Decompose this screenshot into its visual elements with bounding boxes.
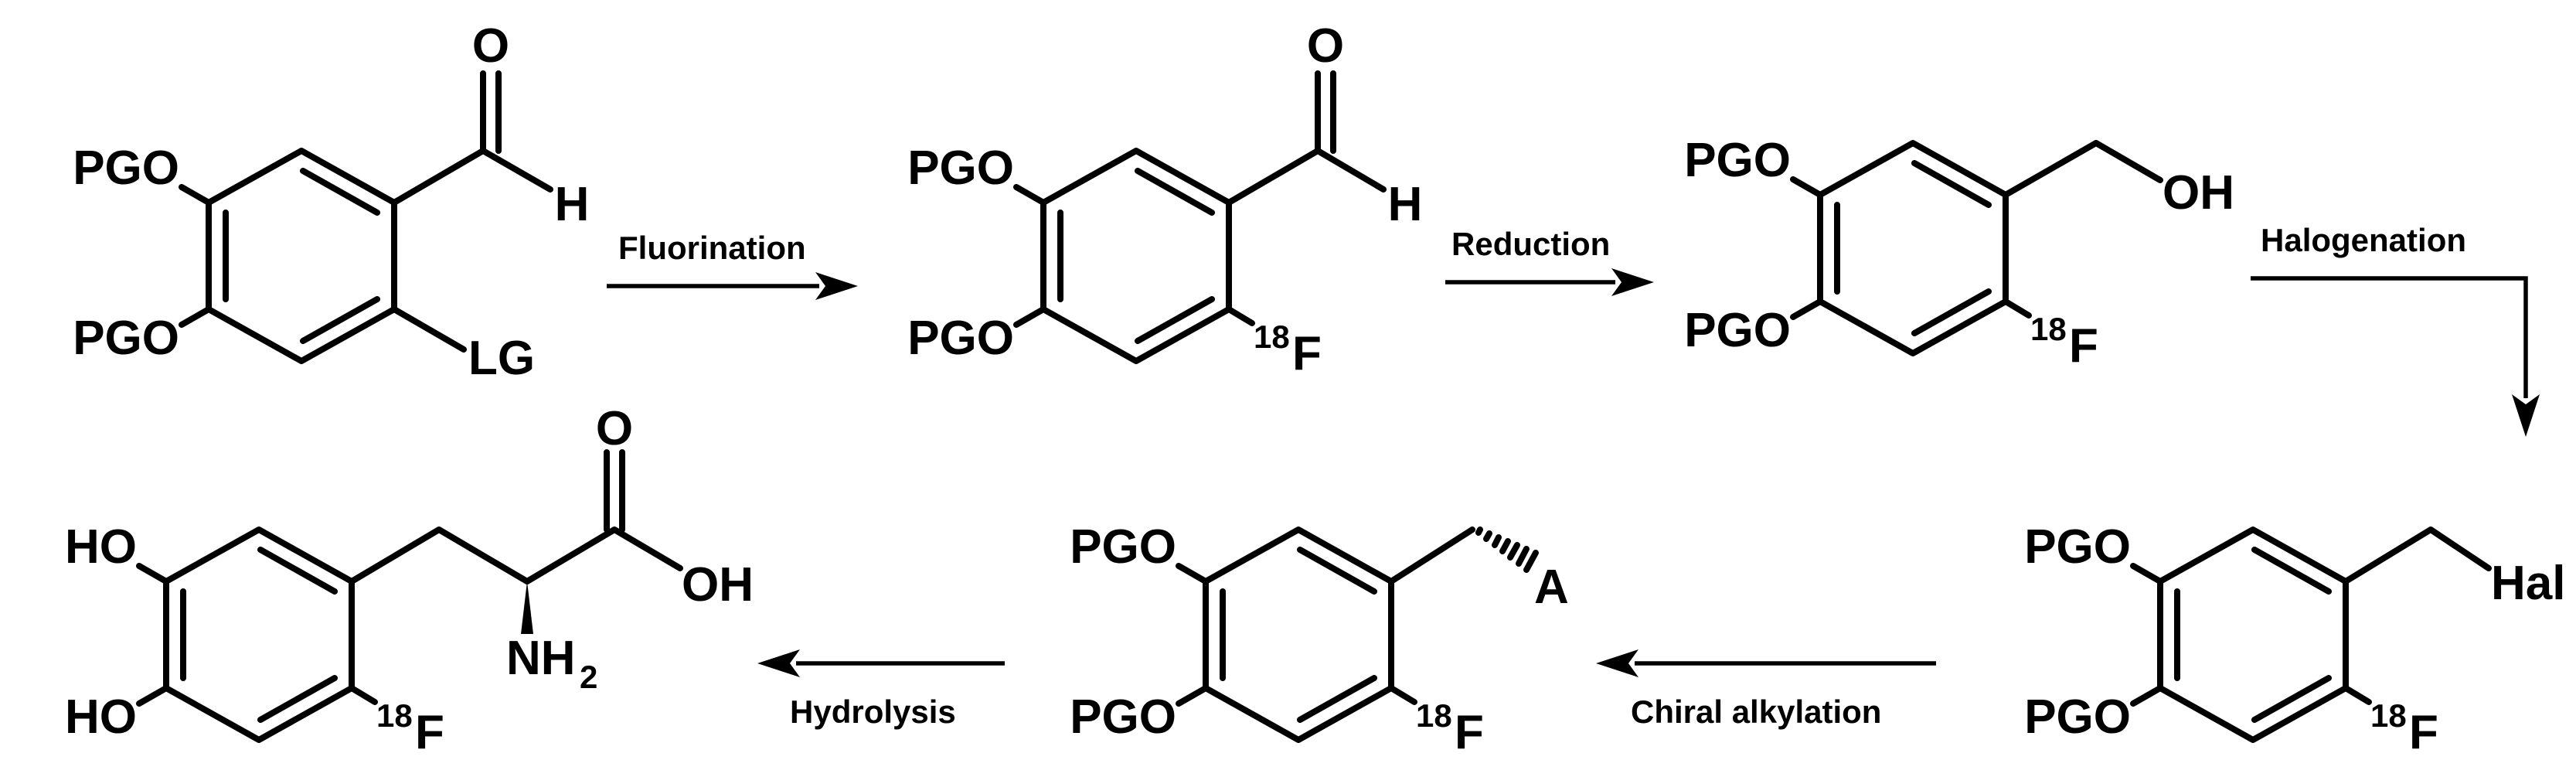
arrowhead-right xyxy=(1611,268,1654,296)
lg-and-ether-bonds xyxy=(179,184,467,353)
methylene-bond xyxy=(1388,527,1475,584)
aldehyde-hydrogen: H xyxy=(555,178,590,231)
fluorine-and-ether-bonds xyxy=(2130,563,2372,707)
hashed-wedge-bond xyxy=(1475,527,1539,573)
fluorine-18: F xyxy=(415,706,444,759)
pgo-top: PGO xyxy=(1684,134,1791,187)
compound-6-fluoro-dopa: O OH NH 2 HO HO 18 F xyxy=(65,402,754,759)
carbonyl-oxygen: O xyxy=(596,402,633,455)
fluorine-and-hydroxyl-bonds xyxy=(136,563,378,707)
carboxyl-hydroxyl: OH xyxy=(682,558,754,612)
step-label-halogenation: Halogenation xyxy=(2261,222,2466,258)
benzene-ring xyxy=(163,527,355,743)
pgo-bottom: PGO xyxy=(1070,690,1176,744)
leaving-group: LG xyxy=(468,332,535,385)
aldehyde-hydrogen: H xyxy=(1388,178,1423,231)
arrow-halogenation: Halogenation xyxy=(2251,222,2540,437)
benzene-ring xyxy=(1203,527,1394,743)
pgo-bottom: PGO xyxy=(1684,304,1791,357)
arrow-chiral-alkylation: Chiral alkylation xyxy=(1596,649,1936,730)
compound-2-fluoro-aldehyde: O H PGO PGO 18 F xyxy=(907,19,1422,380)
step-label-chiral-alkylation: Chiral alkylation xyxy=(1631,694,1881,730)
aldehyde-oxygen: O xyxy=(472,19,509,73)
arrowhead-left xyxy=(757,649,800,677)
hydroxyl-bottom: HO xyxy=(65,690,137,744)
fluorine-isotope-mass: 18 xyxy=(1416,697,1452,734)
halomethyl-bonds xyxy=(2343,527,2492,584)
aldehyde-bonds xyxy=(391,70,553,206)
arrow-reduction: Reduction xyxy=(1445,226,1654,296)
fluorine-18: F xyxy=(2409,706,2438,759)
ring-double-bonds xyxy=(2174,547,2332,723)
compound-4-benzyl-halide: Hal PGO PGO 18 F xyxy=(2024,520,2565,759)
compound-3-benzyl-alcohol: OH PGO PGO 18 F xyxy=(1684,134,2234,373)
ring-double-bonds xyxy=(180,547,338,723)
pgo-top: PGO xyxy=(2024,520,2131,574)
hydroxymethyl-bonds xyxy=(2003,140,2163,198)
arrow-fluorination: Fluorination xyxy=(607,230,858,300)
pgo-bottom: PGO xyxy=(907,312,1014,365)
compound-5-chiral-alkylated: A PGO PGO 18 F xyxy=(1070,520,1569,759)
halogen: Hal xyxy=(2491,557,2565,610)
arrow-hydrolysis: Hydrolysis xyxy=(757,649,1005,730)
aldehyde-bonds xyxy=(1226,70,1387,206)
step-label-reduction: Reduction xyxy=(1451,226,1610,262)
benzene-ring xyxy=(1040,148,1232,364)
aldehyde-oxygen: O xyxy=(1307,19,1344,73)
fluorine-and-ether-bonds xyxy=(1013,184,1255,328)
benzene-ring xyxy=(2157,527,2349,743)
hydroxyl: OH xyxy=(2163,166,2234,220)
chiral-auxiliary-a: A xyxy=(1534,561,1569,614)
hydroxyl-top: HO xyxy=(65,520,137,574)
benzene-ring xyxy=(206,148,397,364)
arrowhead-right xyxy=(815,272,858,300)
amine-nh: NH xyxy=(506,632,576,685)
benzene-ring xyxy=(1817,140,2009,356)
fluorine-isotope-mass: 18 xyxy=(2370,697,2407,734)
fluorine-18: F xyxy=(1455,706,1484,759)
pgo-top: PGO xyxy=(1070,520,1176,574)
compound-1-aldehyde-lg: O H PGO PGO LG xyxy=(73,19,589,385)
arrowhead-left xyxy=(1596,649,1638,677)
side-chain-bonds xyxy=(349,449,683,584)
fluorine-isotope-mass: 18 xyxy=(1254,319,1290,355)
arrowhead-down xyxy=(2512,394,2540,437)
fluorine-isotope-mass: 18 xyxy=(2030,311,2067,347)
ring-double-bonds xyxy=(223,168,380,344)
pgo-top: PGO xyxy=(907,141,1014,195)
ring-double-bonds xyxy=(1057,168,1215,344)
fluorine-isotope-mass: 18 xyxy=(376,697,413,734)
ring-double-bonds xyxy=(1220,547,1377,723)
amine-subscript: 2 xyxy=(580,659,597,695)
fluorine-18: F xyxy=(1292,327,1322,380)
step-label-hydrolysis: Hydrolysis xyxy=(790,694,956,730)
pgo-bottom: PGO xyxy=(73,312,179,365)
step-label-fluorination: Fluorination xyxy=(618,230,806,266)
fluorine-and-ether-bonds xyxy=(1790,176,2032,320)
pgo-top: PGO xyxy=(73,141,179,195)
fluorine-18: F xyxy=(2069,319,2098,373)
ring-double-bonds xyxy=(1834,160,1992,336)
fluorine-and-ether-bonds xyxy=(1176,563,1417,707)
wedge-bond xyxy=(521,581,533,634)
pgo-bottom: PGO xyxy=(2024,690,2131,744)
